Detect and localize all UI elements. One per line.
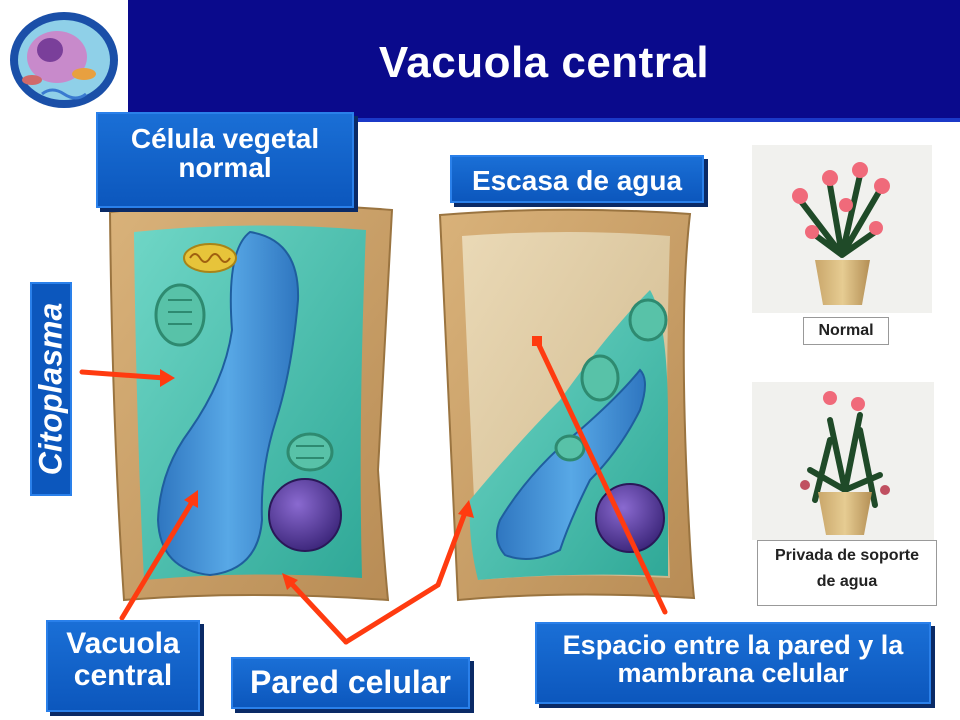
arrows <box>79 336 668 645</box>
plant-normal-photo <box>752 145 932 313</box>
wall-arrow-left <box>282 573 349 645</box>
vacuole-arrow <box>119 490 198 621</box>
label-water-scarce: Escasa de agua <box>450 155 704 203</box>
mitochondrion <box>154 283 206 347</box>
header: Vacuola central <box>0 0 960 122</box>
page-title: Vacuola central <box>378 38 710 87</box>
label-plant-normal: Normal <box>803 317 889 345</box>
mitochondrion <box>628 298 668 342</box>
space-arrow <box>532 336 668 615</box>
central-vacuole <box>156 230 300 577</box>
label-central-vacuole: Vacuola central <box>46 620 200 712</box>
nucleus <box>268 478 342 552</box>
mitochondrion <box>554 434 586 462</box>
label-cytoplasm-text: Citoplasma <box>32 302 69 476</box>
cell-logo-icon <box>10 12 118 108</box>
plant-deprived-photo <box>752 382 934 540</box>
mitochondrion <box>580 354 620 402</box>
mitochondrion <box>286 432 334 472</box>
header-band <box>128 0 960 118</box>
label-cytoplasm: Citoplasma <box>30 282 72 496</box>
wall-arrow-right <box>343 500 474 645</box>
label-plant-deprived: Privada de soporte de agua <box>757 540 937 606</box>
label-cell-wall: Pared celular <box>231 657 470 709</box>
normal-cell <box>108 203 394 602</box>
header-divider <box>128 118 960 122</box>
cytoplasm-arrow <box>79 369 175 387</box>
label-space: Espacio entre la pared y la mambrana cel… <box>535 622 931 704</box>
label-normal-cell: Célula vegetal normal <box>96 112 354 208</box>
